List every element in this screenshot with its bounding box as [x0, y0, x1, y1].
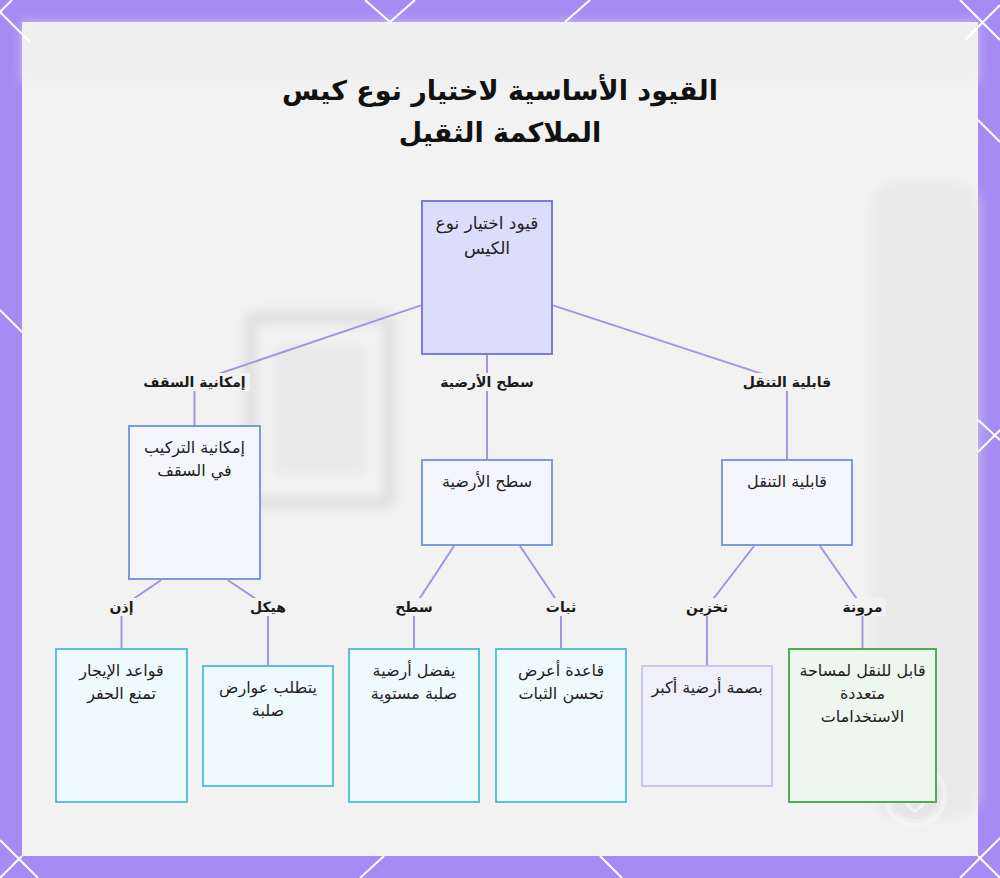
- box-text: قابلية التنقل: [731, 470, 843, 493]
- blurred-backdrop: [22, 22, 980, 820]
- constraint-box: يتطلب عوارض صلبة: [202, 665, 334, 787]
- box-text: قيود اختيار نوع الكيس: [431, 211, 543, 260]
- constraint-box: إمكانية التركيب في السقف: [128, 425, 261, 580]
- root-box: قيود اختيار نوع الكيس: [421, 200, 553, 355]
- box-text: إمكانية التركيب في السقف: [138, 436, 251, 482]
- box-text: سطح الأرضية: [431, 470, 543, 493]
- edge-label: إذن: [106, 598, 138, 616]
- constraint-box: يفضل أرضية صلبة مستوية: [348, 648, 480, 803]
- edge-label: قابلية التنقل: [739, 373, 836, 391]
- connector: [820, 546, 863, 648]
- constraint-box: قابلية التنقل: [721, 459, 853, 546]
- edge-label: هيكل: [246, 598, 290, 616]
- edge-label: تخزين: [682, 598, 732, 616]
- edge-label: سطح الأرضية: [436, 373, 537, 391]
- constraint-box: قواعد الإيجار تمنع الحفر: [55, 648, 188, 803]
- box-text: قاعدة أعرض تحسن الثبات: [505, 659, 617, 705]
- connector: [486, 355, 488, 459]
- box-text: يفضل أرضية صلبة مستوية: [358, 659, 470, 705]
- box-text: بصمة أرضية أكبر: [651, 676, 763, 699]
- connector: [414, 546, 454, 648]
- box-text: قابل للنقل لمساحة متعددة الاستخدامات: [798, 659, 927, 729]
- connector: [520, 546, 561, 648]
- edge-label: سطح: [391, 598, 437, 616]
- edge-label: مرونة: [839, 598, 887, 616]
- constraint-box: سطح الأرضية: [421, 459, 553, 546]
- diagram-title: القيود الأساسية لاختيار نوع كيس الملاكمة…: [250, 70, 750, 154]
- box-text: قواعد الإيجار تمنع الحفر: [65, 659, 178, 705]
- box-text: يتطلب عوارض صلبة: [212, 676, 324, 722]
- constraint-box: بصمة أرضية أكبر: [641, 665, 773, 787]
- connector: [228, 580, 268, 665]
- constraint-box: قاعدة أعرض تحسن الثبات: [495, 648, 627, 803]
- edge-label: ثبات: [542, 598, 580, 616]
- constraint-box: قابل للنقل لمساحة متعددة الاستخدامات: [788, 648, 937, 803]
- connector: [195, 305, 422, 425]
- edge-label: إمكانية السقف: [139, 373, 249, 391]
